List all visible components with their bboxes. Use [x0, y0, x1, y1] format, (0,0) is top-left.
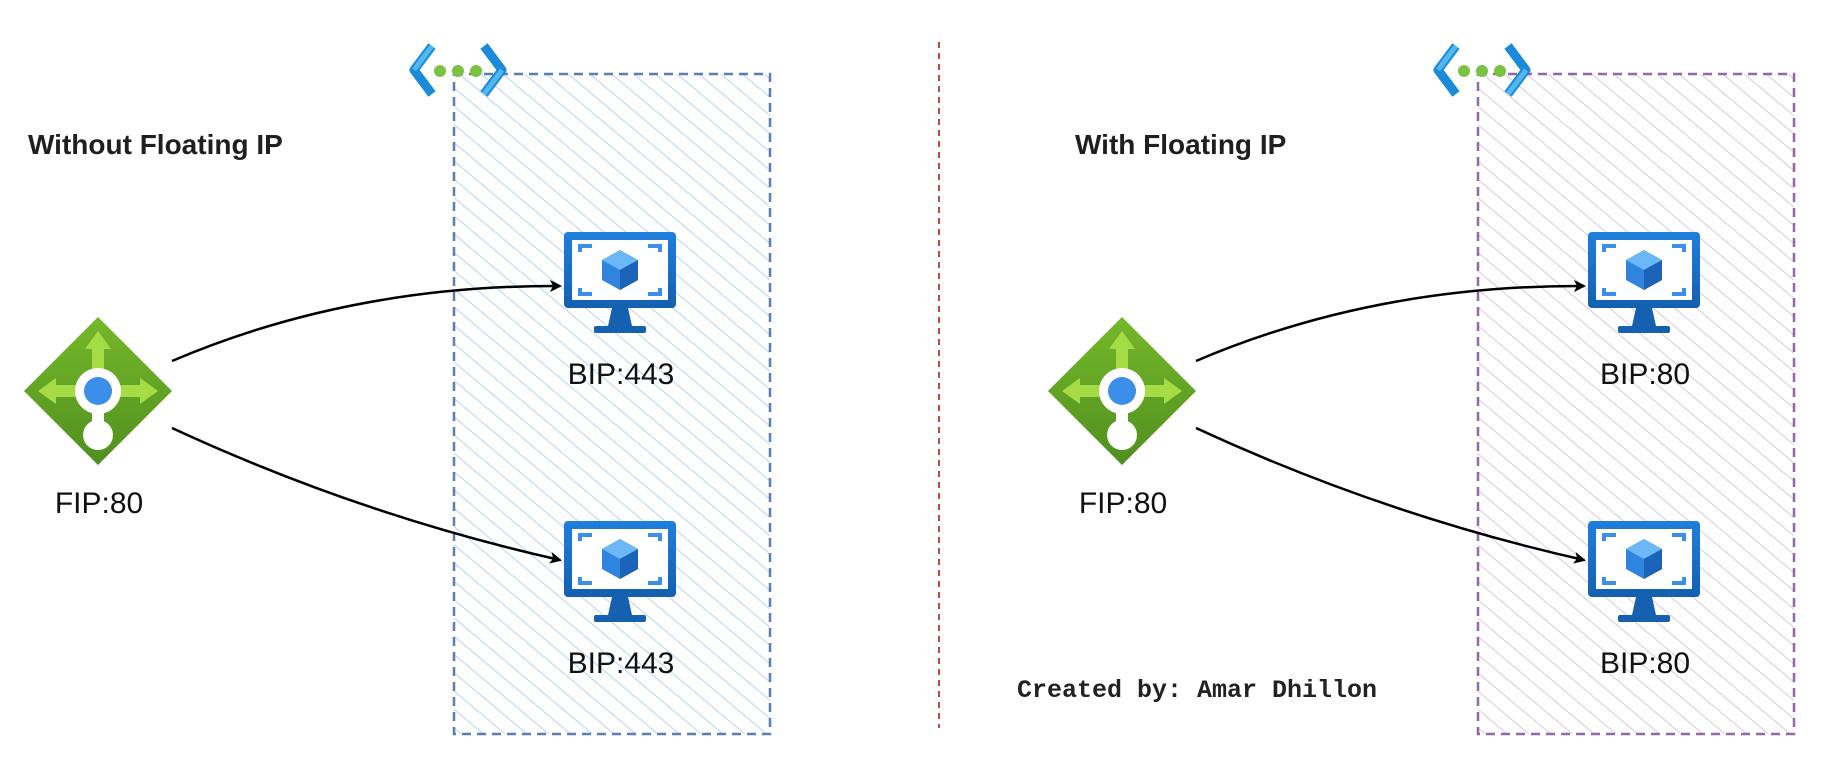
virtual-machine-icon [1588, 521, 1700, 622]
right-panel: With Floating IP FIP:80 [1017, 43, 1796, 736]
right-backend-bottom-label: BIP:80 [1600, 647, 1690, 680]
left-arrow-to-top-vm [171, 279, 562, 363]
load-balancer-icon [1048, 317, 1196, 465]
left-backend-bottom-label: BIP:443 [568, 647, 675, 680]
right-arrow-to-bottom-vm [1195, 426, 1586, 564]
virtual-machine-icon [1588, 232, 1700, 333]
left-arrow-to-bottom-vm [171, 426, 562, 564]
virtual-network-icon [409, 43, 507, 97]
left-backend-top-label: BIP:443 [568, 358, 675, 391]
virtual-network-icon [1433, 43, 1531, 97]
left-frontend-label: FIP:80 [55, 487, 143, 520]
right-arrow-to-top-vm [1195, 279, 1586, 363]
left-panel: Without Floating IP FIP:80 [24, 43, 772, 736]
virtual-machine-icon [564, 521, 676, 622]
load-balancer-icon [24, 317, 172, 465]
right-vnet-container [1476, 72, 1796, 736]
right-frontend-label: FIP:80 [1079, 487, 1167, 520]
right-backend-top-label: BIP:80 [1600, 358, 1690, 391]
virtual-machine-icon [564, 232, 676, 333]
credit-text: Created by: Amar Dhillon [1017, 676, 1377, 705]
left-panel-title: Without Floating IP [28, 129, 283, 160]
right-panel-title: With Floating IP [1075, 129, 1286, 160]
left-vnet-container [452, 72, 772, 736]
